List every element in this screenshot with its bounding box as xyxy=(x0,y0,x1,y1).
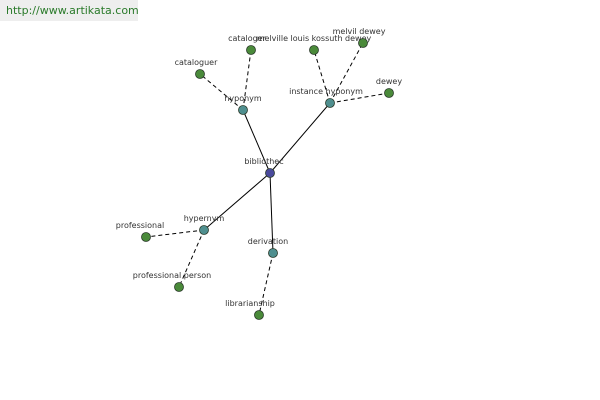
relation-label-hyponym: hyponym xyxy=(224,94,262,103)
leaf-label-librarianship: librarianship xyxy=(225,299,275,308)
leaf-node-cataloguer xyxy=(195,69,205,79)
edge-melvil xyxy=(329,42,364,104)
relation-node-hypernym xyxy=(199,225,209,235)
url-banner: http://www.artikata.com xyxy=(0,0,139,21)
relation-node-derivation xyxy=(268,248,278,258)
url-link[interactable]: http://www.artikata.com xyxy=(6,4,139,17)
leaf-node-dewey xyxy=(384,88,394,98)
leaf-node-professional xyxy=(141,232,151,242)
center-node-center xyxy=(265,168,275,178)
edge-hyponym xyxy=(242,109,271,174)
edge-hypernym xyxy=(203,172,271,231)
leaf-label-cataloguer: cataloguer xyxy=(175,58,219,67)
leaf-label-dewey: dewey xyxy=(376,77,402,86)
center-label-center: bibliothec xyxy=(244,157,283,166)
edge-dewey xyxy=(329,92,390,104)
relation-node-hyponym xyxy=(238,105,248,115)
relation-label-derivation: derivation xyxy=(248,237,288,246)
leaf-node-melville xyxy=(309,45,319,55)
leaf-node-melvil xyxy=(358,38,368,48)
leaf-node-librarianship xyxy=(254,310,264,320)
relation-label-hypernym: hypernym xyxy=(184,214,225,223)
leaf-node-profperson xyxy=(174,282,184,292)
leaf-label-melvil: melvil dewey xyxy=(333,27,386,36)
edge-melville xyxy=(313,49,331,104)
edge-derivation xyxy=(269,172,274,254)
leaf-label-professional: professional xyxy=(116,221,164,230)
leaf-label-cataloger: cataloger xyxy=(228,34,266,43)
edge-librarianship xyxy=(258,252,274,316)
edge-professional xyxy=(145,229,205,238)
relation-label-instance: instance hyponym xyxy=(289,87,363,96)
edge-profperson xyxy=(178,229,205,288)
leaf-label-melville: melville louis kossuth dewey xyxy=(257,34,372,43)
leaf-label-profperson: professional person xyxy=(133,271,211,280)
leaf-node-cataloger xyxy=(246,45,256,55)
edge-instance xyxy=(269,102,331,174)
edge-cataloguer xyxy=(199,73,244,111)
relation-node-instance xyxy=(325,98,335,108)
edge-cataloger xyxy=(242,49,252,111)
